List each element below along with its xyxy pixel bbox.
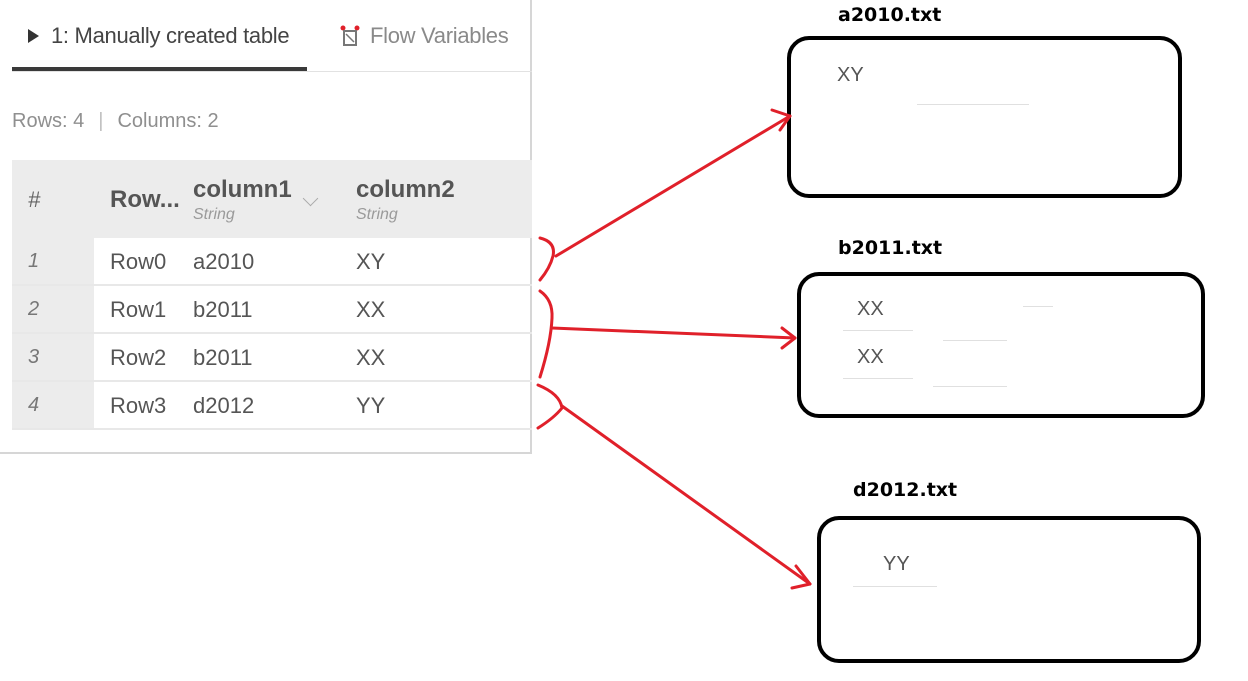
row-number: 1: [28, 250, 40, 272]
rows-count: Rows: 4: [12, 110, 85, 132]
file-box-a2010: XY: [787, 36, 1182, 198]
file-line: XX: [857, 346, 884, 368]
faint-line: [843, 378, 913, 379]
cell-column1: d2012: [193, 393, 255, 418]
arrowhead-b2011: [780, 326, 797, 350]
arrow-to-b2011: [550, 326, 797, 340]
table-header: # Row... column1 String column2 String: [12, 160, 532, 238]
active-tab-indicator: [12, 67, 307, 72]
cell-column2: XX: [356, 345, 386, 370]
cell-column1: b2011: [193, 345, 253, 370]
file-box-b2011: XX XX: [797, 272, 1205, 418]
arrow-to-a2010: [554, 114, 792, 258]
faint-line: [917, 104, 1029, 105]
table-row[interactable]: 1 Row0 a2010 XY: [12, 238, 532, 286]
file-label-d2012: d2012.txt: [853, 479, 958, 501]
column1-name: column1: [193, 176, 292, 203]
header-column2[interactable]: column2 String: [356, 176, 455, 224]
cell-rowid: Row0: [110, 249, 167, 274]
row-number-cell: [12, 382, 94, 428]
tab-manually-created-table[interactable]: 1: Manually created table: [28, 18, 290, 54]
row-number: 3: [28, 346, 40, 368]
row-number-cell: [12, 238, 94, 284]
faint-line: [933, 386, 1007, 387]
brace-row3: [536, 383, 564, 430]
row-number-cell: [12, 286, 94, 332]
data-table: # Row... column1 String column2 String 1…: [12, 160, 532, 430]
tab-flow-variables[interactable]: Flow Variables: [340, 18, 509, 54]
tab-flow-label: Flow Variables: [370, 23, 509, 48]
summary-separator: |: [98, 110, 104, 132]
cell-rowid: Row2: [110, 345, 167, 370]
cell-column1: a2010: [193, 249, 255, 274]
cell-rowid: Row3: [110, 393, 167, 418]
file-line: YY: [883, 553, 910, 575]
faint-line: [843, 330, 913, 331]
cell-column1: b2011: [193, 297, 253, 322]
tab-table-label: 1: Manually created table: [51, 23, 290, 48]
arrow-to-d2012: [560, 404, 812, 586]
columns-count: Columns: 2: [117, 110, 219, 132]
row-number: 2: [28, 298, 40, 320]
header-column1[interactable]: column1 String: [193, 176, 292, 224]
column1-type: String: [193, 206, 235, 223]
row-number: 4: [28, 394, 40, 416]
file-line: XY: [837, 64, 864, 86]
file-label-b2011: b2011.txt: [838, 237, 943, 259]
table-view-panel: 1: Manually created table Flow Variables…: [0, 0, 532, 454]
flow-variables-icon: [340, 25, 360, 46]
tab-divider: [12, 71, 532, 72]
cell-column2: XY: [356, 249, 386, 274]
chevron-down-icon[interactable]: [302, 190, 319, 207]
faint-line: [943, 340, 1007, 341]
file-box-d2012: YY: [817, 516, 1201, 663]
table-row[interactable]: 4 Row3 d2012 YY: [12, 382, 532, 430]
faint-line: [1023, 306, 1053, 307]
play-triangle-icon: [28, 29, 39, 43]
arrowhead-d2012: [790, 564, 812, 590]
faint-line: [853, 586, 937, 587]
cell-column2: XX: [356, 297, 386, 322]
file-label-a2010: a2010.txt: [838, 4, 942, 26]
column2-name: column2: [356, 176, 455, 203]
header-rowid[interactable]: Row...: [110, 186, 180, 213]
column2-type: String: [356, 206, 398, 223]
table-row[interactable]: 2 Row1 b2011 XX: [12, 286, 532, 334]
table-row[interactable]: 3 Row2 b2011 XX: [12, 334, 532, 382]
row-number-cell: [12, 334, 94, 380]
header-row-number: #: [28, 187, 41, 212]
brace-rows12: [538, 289, 554, 379]
cell-rowid: Row1: [110, 297, 167, 322]
table-summary: Rows: 4 | Columns: 2: [12, 110, 219, 133]
cell-column2: YY: [356, 393, 386, 418]
brace-row0: [538, 236, 555, 282]
file-line: XX: [857, 298, 884, 320]
